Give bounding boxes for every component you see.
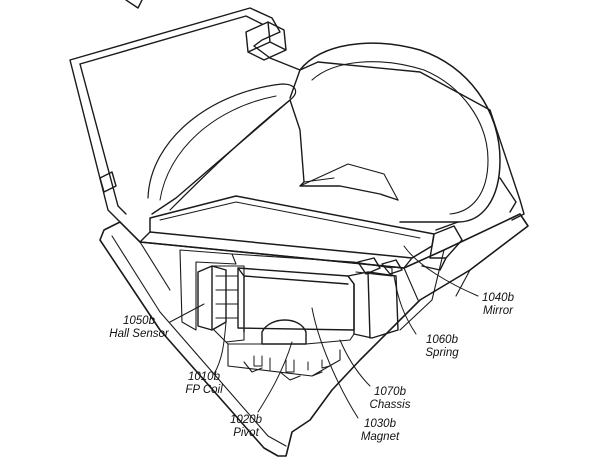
leader-pivot (257, 341, 293, 413)
callout-label: Chassis (369, 399, 411, 411)
mirror-cylinder-rim (289, 69, 459, 231)
leader-mirror (403, 245, 479, 297)
housing-right-wall (317, 61, 525, 221)
pivot (261, 319, 307, 345)
spring-tab (357, 257, 403, 275)
mirror-plate (149, 195, 435, 259)
callout-chassis: 1070b Chassis (360, 386, 420, 412)
leader-magnet (311, 307, 359, 419)
wedge-shadow (303, 177, 335, 183)
callout-label: Mirror (482, 305, 514, 317)
callout-number: 1040b (482, 292, 514, 304)
corner-fragment (125, 0, 143, 9)
callout-pivot: 1020b Pivot (218, 414, 274, 440)
housing-tab (245, 21, 287, 61)
leader-lines (169, 245, 479, 419)
callout-number: 1060b (426, 334, 458, 346)
wall-clip (99, 171, 117, 193)
callout-hall-sensor: 1050b Hall Sensor (96, 315, 182, 341)
housing-outer-wall (69, 7, 319, 223)
housing-wall-inner (79, 15, 263, 65)
leader-spring (393, 275, 417, 335)
cavity-back (231, 253, 393, 277)
callout-number: 1030b (364, 418, 396, 430)
callout-spring: 1060b Spring (414, 334, 470, 360)
chassis-bottom (213, 329, 355, 381)
mirror-plate-top (159, 201, 421, 239)
base-right-face (399, 249, 471, 331)
mirror-cylinder-front (311, 61, 489, 215)
callout-label: Magnet (360, 431, 400, 443)
callout-label: FP Coil (185, 384, 223, 396)
callout-number: 1020b (230, 414, 262, 426)
callout-label: Spring (425, 347, 459, 359)
callout-mirror: 1040b Mirror (470, 292, 526, 318)
callout-label: Pivot (233, 427, 259, 439)
leader-fp-coil (213, 321, 227, 375)
left-lens-dome (147, 83, 297, 211)
leader-chassis (339, 339, 371, 387)
callout-number: 1050b (123, 315, 155, 327)
wedge-face (299, 163, 399, 201)
left-lens-dome-inner (159, 95, 277, 201)
mirror-cylinder (299, 42, 501, 223)
leader-hall-sensor (169, 303, 205, 323)
callout-fp-coil: 1010b FP Coil (176, 371, 232, 397)
mirror-clip-right (421, 225, 463, 271)
callout-magnet: 1030b Magnet (352, 418, 408, 444)
callout-number: 1010b (188, 371, 220, 383)
callout-number: 1070b (374, 386, 406, 398)
callout-label: Hall Sensor (109, 328, 169, 340)
chassis-teeth (253, 355, 331, 373)
fp-coil (211, 265, 245, 343)
spring-block (347, 271, 399, 339)
central-wedge (151, 99, 399, 215)
